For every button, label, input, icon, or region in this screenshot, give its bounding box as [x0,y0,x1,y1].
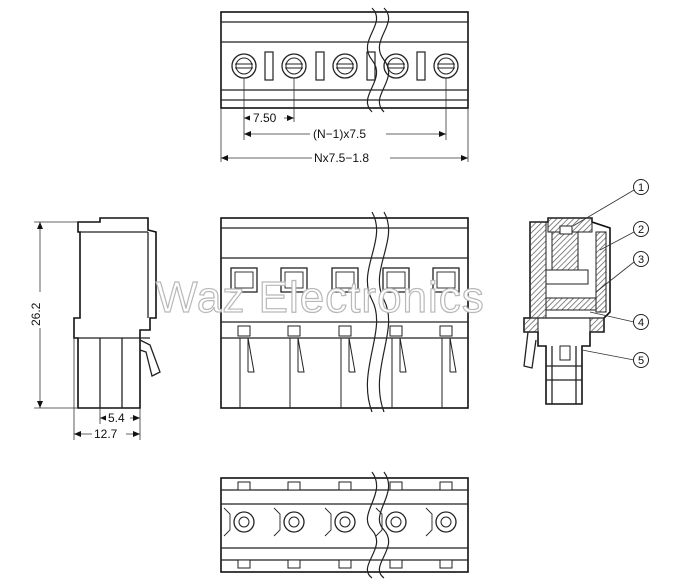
dim-total: Nx7.5−1.8 [314,151,369,165]
callout-2: 2 [599,221,649,251]
top-screw-row [231,53,459,79]
wire-entry-window [382,267,410,293]
front-window-row [230,267,460,293]
pin-slot [338,325,356,408]
callout-3: 3 [595,251,649,293]
pin-hole [324,481,356,569]
slot [264,51,274,81]
screw-head [383,53,409,79]
pin-slot [389,325,407,408]
screw-body [551,231,579,271]
pin-slot [287,325,305,408]
pin-slot [237,325,255,408]
slot [315,51,325,81]
side-view-outline [73,217,157,409]
screw-head [231,53,257,79]
section-hatch-left [529,221,547,319]
callout-4: 4 [589,311,649,330]
break-line [366,211,378,413]
pin-hole [375,481,407,569]
pin-slot [439,325,457,408]
pin-hole [273,481,305,569]
screw-head [332,53,358,79]
wire-entry-window [331,267,359,293]
slot [366,51,376,81]
svg-text:2: 2 [638,224,644,236]
front-pin-row [237,325,457,408]
svg-text:1: 1 [638,182,644,194]
dim-pitch: 7.50 [253,111,277,125]
contact-plate [545,297,597,311]
front-view-outline [220,217,469,409]
screw-head [559,225,573,235]
callout-1: 1 [572,179,649,227]
bottom-view [220,471,469,579]
screw-head [281,53,307,79]
break-line [366,471,378,579]
break-line [366,7,378,113]
top-view-outline [220,11,469,109]
svg-text:5: 5 [638,355,644,367]
callout-5: 5 [581,349,649,368]
screw-head [433,53,459,79]
wire-entry-window [230,267,258,293]
side-view: 26.2 5.4 12.7 [28,217,161,441]
wire-entry-window [432,267,460,293]
wire-entry-window [280,267,308,293]
dim-width: 12.7 [94,427,118,441]
pin-hole [223,481,255,569]
watermark: Waz Electronics [156,273,485,322]
section-hatch-right [595,231,607,313]
clamp-block [545,269,589,285]
break-line [378,7,390,113]
dim-span: (N−1)x7.5 [313,127,366,141]
section-view: 1 2 3 4 5 [523,179,649,405]
top-dimensions: 7.50 (N−1)x7.5 Nx7.5−1.8 [220,78,469,165]
bottom-hole-row [223,481,457,569]
break-line [378,211,390,413]
bottom-view-outline [220,477,469,573]
dim-height: 26.2 [29,302,43,326]
break-line [378,471,390,579]
top-view [220,7,469,113]
dim-small: 5.4 [108,411,125,425]
pin-hole [425,481,457,569]
slot [416,51,426,81]
svg-text:3: 3 [638,254,644,266]
svg-text:4: 4 [638,317,644,329]
front-view [220,211,469,413]
